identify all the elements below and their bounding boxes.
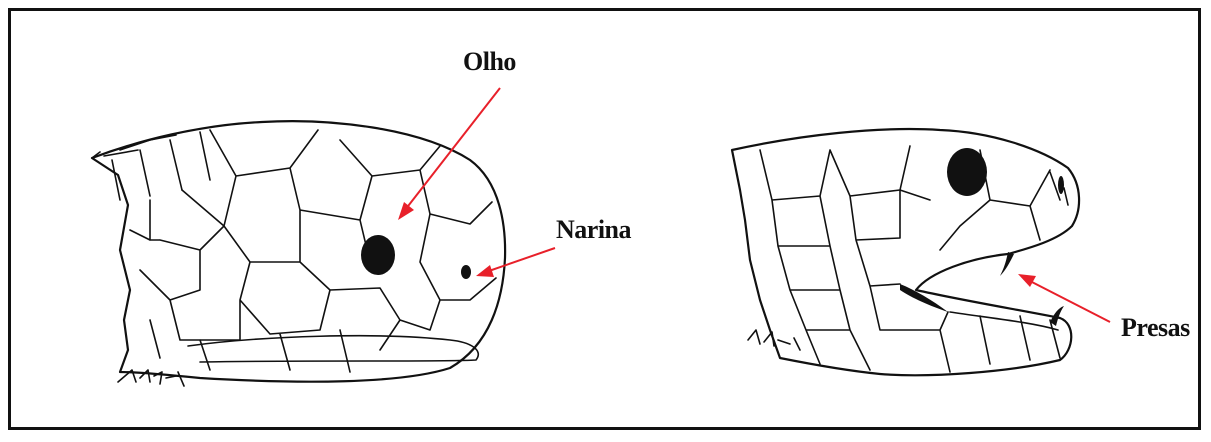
left-nostril bbox=[461, 265, 471, 279]
right-nostril bbox=[1058, 176, 1064, 194]
eye-label: Olho bbox=[463, 47, 516, 76]
fangs-arrow-head bbox=[1018, 274, 1036, 287]
right-eye bbox=[947, 148, 987, 196]
nostril-label: Narina bbox=[556, 215, 632, 244]
fangs-label: Presas bbox=[1121, 313, 1190, 342]
right-snake-head bbox=[732, 129, 1079, 375]
left-eye bbox=[361, 235, 395, 275]
